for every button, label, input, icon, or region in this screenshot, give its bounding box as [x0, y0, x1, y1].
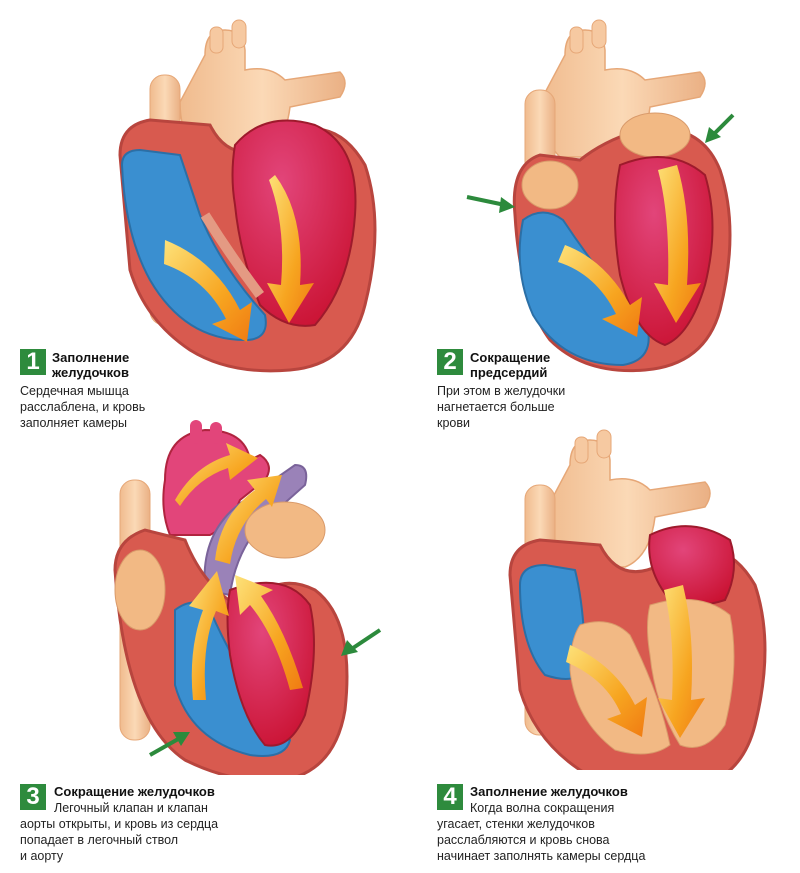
left-atrium — [648, 525, 735, 606]
septum — [200, 212, 265, 298]
right-ventricle — [518, 211, 650, 367]
stage-description: Легочный клапан и клапан аорты открыты, … — [20, 800, 218, 864]
contraction-arrow — [149, 732, 190, 757]
aortic-branch — [569, 26, 584, 54]
stage-description-line: нагнетается больше — [437, 400, 555, 414]
heart-illustration-stage-1 — [118, 19, 377, 373]
left-atrium — [619, 112, 691, 158]
flow-arrow — [235, 575, 303, 690]
right-atrium — [521, 160, 579, 210]
stage-title: Заполнение желудочков — [52, 350, 129, 380]
stage-description-line: попадает в легочный ствол — [20, 833, 179, 847]
stage-title-line: Заполнение — [52, 350, 130, 365]
flow-arrow — [566, 645, 647, 737]
aortic-branch — [190, 420, 202, 444]
contraction-arrow — [466, 195, 515, 213]
stage-title-line: Заполнение желудочков — [470, 784, 628, 799]
aortic-branch — [591, 19, 607, 49]
contraction-arrow — [341, 628, 382, 656]
flow-arrow — [175, 443, 258, 506]
stage-description: Когда волна сокращения угасает, стенки ж… — [437, 800, 645, 864]
stage-title-line: Сокращение желудочков — [54, 784, 215, 799]
flow-arrow — [189, 571, 229, 700]
stage-title-line: предсердий — [470, 365, 548, 380]
contraction-arrow — [705, 113, 735, 143]
flow-arrow — [558, 245, 642, 337]
flow-arrow — [164, 240, 252, 342]
stage-description-line: расслабляются и кровь снова — [437, 833, 610, 847]
flow-arrow — [658, 585, 705, 738]
stage-description-line: начинает заполнять камеры сердца — [437, 849, 646, 863]
stage-description-line: угасает, стенки желудочков — [437, 817, 595, 831]
heart-illustration-stage-4 — [508, 429, 767, 770]
aortic-branch — [596, 429, 612, 459]
aortic-branch — [209, 26, 224, 54]
stage-number-badge: 2 — [437, 349, 463, 375]
right-atrium — [114, 549, 166, 631]
flow-arrow — [215, 475, 282, 564]
stage-description: Сердечная мышца расслаблена, и кровь зап… — [20, 383, 145, 431]
aortic-branch — [210, 422, 222, 444]
stage-number-badge: 3 — [20, 784, 46, 810]
stage-description-line: При этом в желудочки — [437, 384, 566, 398]
stage-description-line: аорты открыты, и кровь из сердца — [20, 817, 219, 831]
heart-illustration-stage-2 — [466, 19, 735, 373]
stage-title-line: Сокращение — [470, 350, 551, 365]
left-ventricle — [226, 581, 315, 747]
stage-number-badge: 1 — [20, 349, 46, 375]
stage-description-line: расслаблена, и кровь — [20, 400, 146, 414]
aortic-branch — [574, 436, 589, 464]
stage-description-line: Когда волна сокращения — [470, 801, 615, 815]
stage-description-line: и аорту — [20, 849, 64, 863]
aortic-branch — [231, 19, 247, 49]
stage-description: При этом в желудочки нагнетается больше … — [437, 383, 565, 431]
left-atrium — [244, 501, 326, 559]
flow-arrow — [267, 175, 314, 323]
stage-description-line: Легочный клапан и клапан — [54, 801, 208, 815]
stage-title: Заполнение желудочков — [470, 784, 628, 799]
stage-number-badge: 4 — [437, 784, 463, 810]
stage-description-line: Сердечная мышца — [20, 384, 129, 398]
stage-title: Сокращение предсердий — [470, 350, 550, 380]
flow-arrow — [654, 165, 701, 323]
stage-title: Сокращение желудочков — [54, 784, 215, 799]
stage-description-line: заполняет камеры — [20, 416, 128, 430]
stage-description-line: крови — [437, 416, 470, 430]
stage-title-line: желудочков — [52, 365, 129, 380]
heart-illustration-stage-3 — [113, 420, 382, 775]
